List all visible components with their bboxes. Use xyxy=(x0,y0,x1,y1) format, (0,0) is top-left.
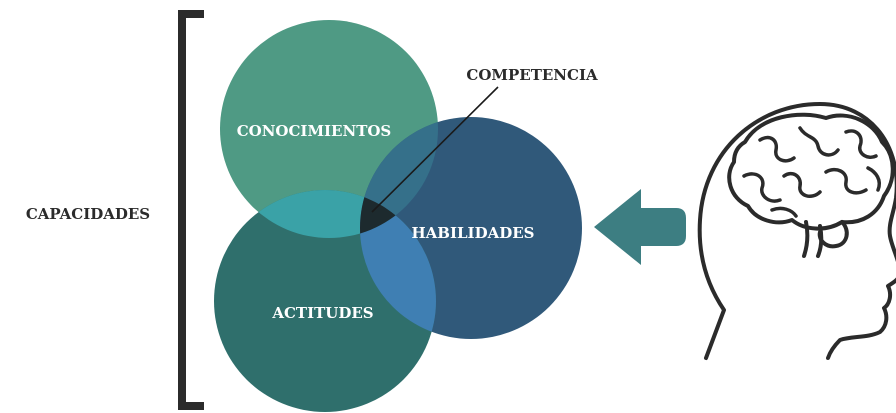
conocimientos-label: CONOCIMIENTOS xyxy=(237,122,392,140)
competencia-pointer-line xyxy=(371,86,499,213)
capacidades-bracket xyxy=(178,10,204,410)
habilidades-label: HABILIDADES xyxy=(412,224,535,242)
left-arrow-icon xyxy=(594,189,686,265)
capacidades-label: CAPACIDADES xyxy=(26,205,150,223)
conocimientos-habilidades-overlap xyxy=(360,117,438,238)
competencia-label: COMPETENCIA xyxy=(466,66,598,84)
actitudes-label: ACTITUDES xyxy=(271,304,373,322)
brain-in-head-icon xyxy=(697,102,896,360)
habilidades-actitudes-overlap xyxy=(360,190,436,339)
